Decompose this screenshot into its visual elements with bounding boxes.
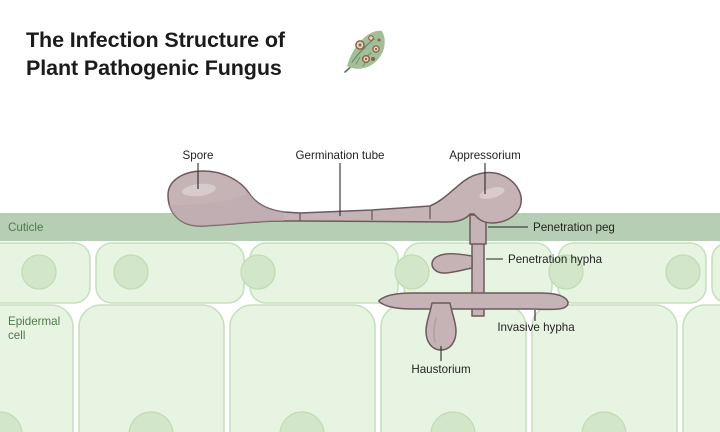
spore-highlight (182, 183, 216, 197)
spore-label: Spore (183, 149, 214, 162)
invasive-hypha-label: Invasive hypha (497, 321, 575, 334)
internal-hyphae (378, 237, 569, 351)
invasive-hypha (378, 292, 569, 311)
epidermal-cell-row-upper (0, 242, 720, 304)
nucleus (394, 254, 430, 290)
penetration-hypha-bud (431, 252, 473, 274)
leaf-tissue (0, 213, 720, 432)
surface-fungal-body (167, 170, 522, 227)
nucleus (128, 411, 174, 432)
penetration-peg-label: Penetration peg (533, 221, 615, 234)
penetration-hypha-label: Penetration hypha (508, 253, 603, 266)
nucleus (430, 411, 476, 432)
germination-tube-label: Germination tube (296, 149, 385, 162)
nucleus (665, 254, 701, 290)
nucleus (279, 411, 325, 432)
diseased-leaf-icon (344, 30, 385, 73)
epidermal-cell-label-line2: cell (8, 329, 25, 342)
nucleus (581, 411, 627, 432)
haustorium (425, 302, 457, 351)
nucleus (240, 254, 276, 290)
callouts: Spore Germination tube Appressorium Pene… (183, 149, 615, 376)
nucleus (548, 254, 584, 290)
epidermal-cell-row-lower (0, 304, 720, 432)
cuticle-label: Cuticle (8, 221, 43, 234)
fungal-infection-structure (167, 170, 569, 351)
haustorium-label: Haustorium (411, 363, 470, 376)
title-block: The Infection Structure of Plant Pathoge… (26, 26, 356, 83)
appressorium-highlight (479, 187, 505, 199)
nucleus (21, 254, 57, 290)
nucleus (0, 411, 23, 432)
page-title: The Infection Structure of Plant Pathoge… (26, 28, 285, 81)
appressorium-label: Appressorium (449, 149, 521, 162)
nucleus (113, 254, 149, 290)
epidermal-cell-label-line1: Epidermal (8, 315, 60, 328)
